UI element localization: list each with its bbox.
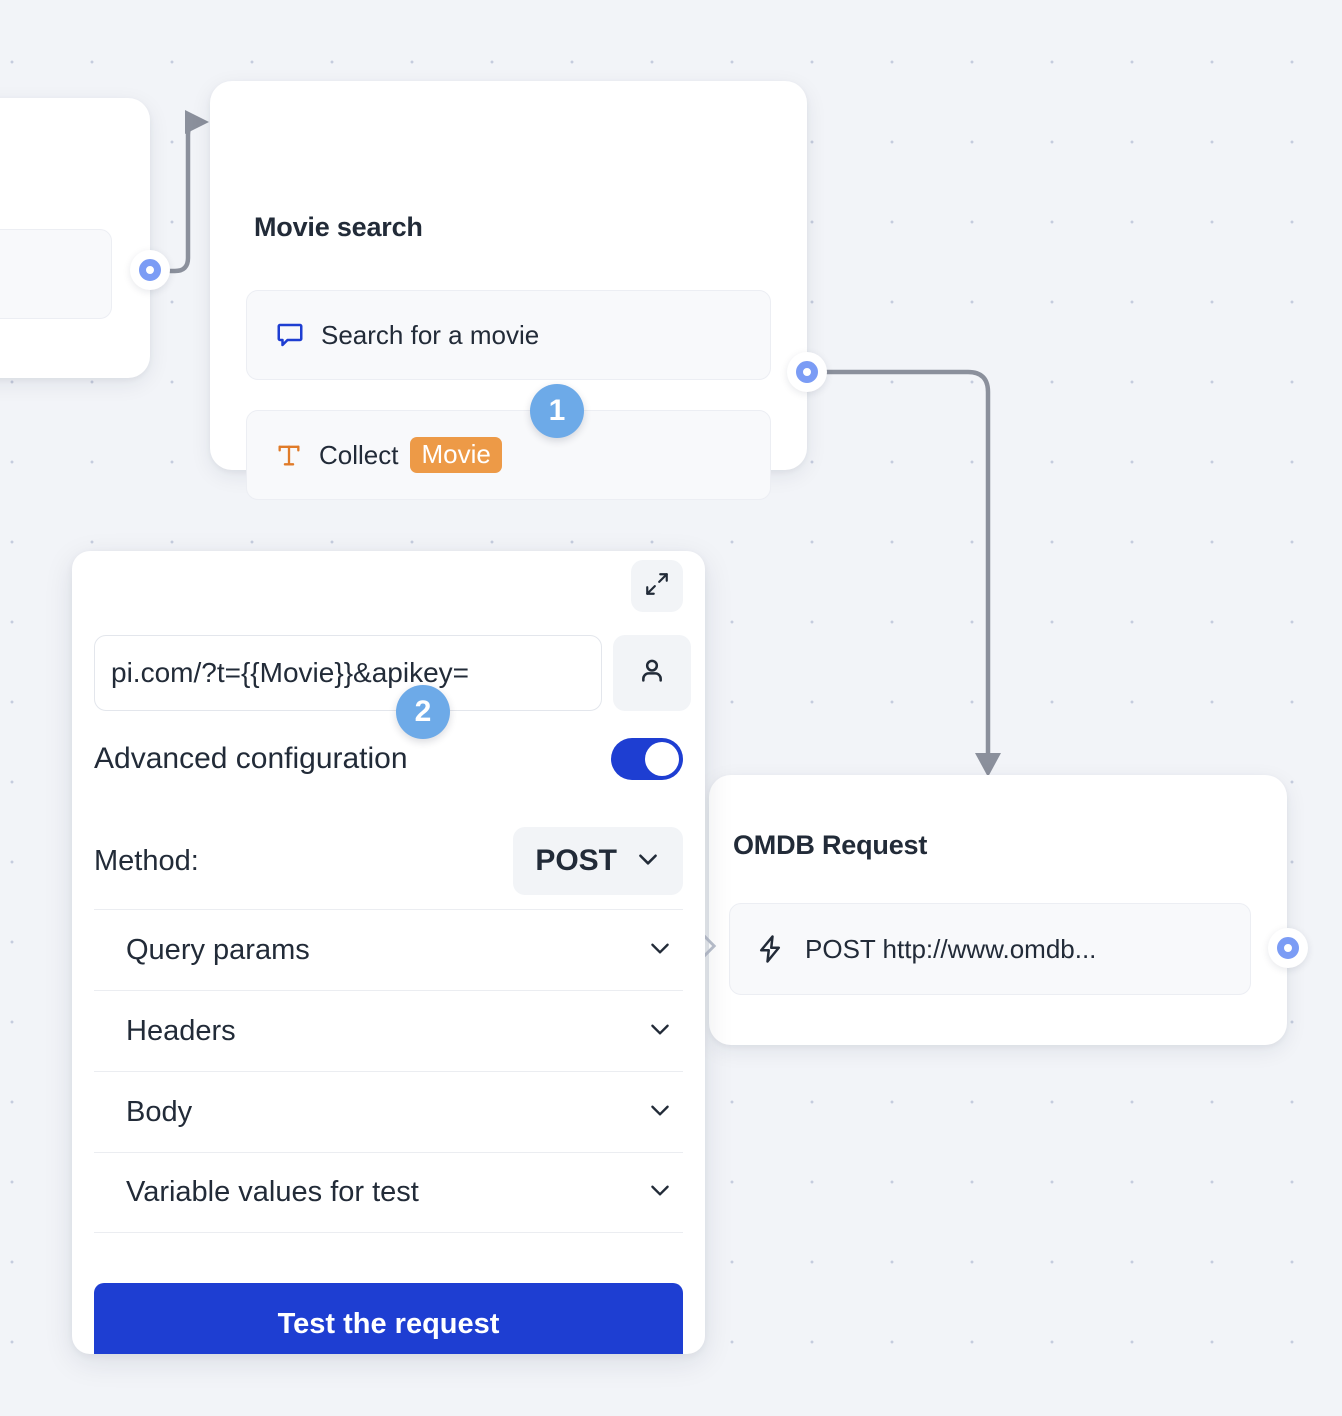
message-bubble-icon: [275, 320, 305, 350]
omdb-request-title: OMDB Request: [733, 830, 928, 860]
connector-partial-to-movie: [167, 119, 202, 274]
partial-node-card[interactable]: [0, 98, 150, 378]
node-omdb-request[interactable]: OMDB Request POST http://www.omdb...: [709, 775, 1287, 1045]
request-url-input[interactable]: [94, 635, 602, 711]
method-select[interactable]: POST: [513, 827, 683, 895]
request-config-panel: Advanced configuration Method: POST Quer…: [72, 551, 705, 1354]
chevron-down-icon[interactable]: [647, 1097, 673, 1128]
port-partial-output[interactable]: [130, 250, 170, 290]
accordion-label-variable-values-for-test: Variable values for test: [126, 1176, 419, 1208]
advanced-configuration-label: Advanced configuration: [94, 742, 408, 775]
accordion-label-query-params: Query params: [126, 933, 310, 966]
method-value: POST: [535, 844, 617, 877]
chevron-down-icon: [635, 846, 661, 877]
text-type-icon: [275, 441, 303, 469]
auth-user-button[interactable]: [613, 635, 691, 711]
row-label-search-for-a-movie: Search for a movie: [321, 319, 540, 350]
partial-node-row[interactable]: [0, 229, 112, 319]
connector-arrow-to-movie: [185, 110, 209, 134]
connector-arrow-to-omdb: [975, 753, 1001, 777]
method-label: Method:: [94, 844, 199, 877]
expand-panel-button[interactable]: [631, 560, 683, 612]
accordion-item-query-params[interactable]: Query params: [94, 909, 683, 990]
chevron-down-icon[interactable]: [647, 1177, 673, 1208]
chevron-down-icon[interactable]: [647, 1016, 673, 1047]
node-row-search-for-a-movie[interactable]: Search for a movie: [246, 290, 771, 380]
request-accordion: Query params Headers Body Variable value…: [94, 909, 683, 1233]
accordion-item-variable-values-for-test[interactable]: Variable values for test: [94, 1152, 683, 1233]
variable-badge-movie[interactable]: Movie: [410, 437, 502, 473]
expand-diagonal-icon: [644, 571, 670, 602]
accordion-label-body: Body: [126, 1095, 193, 1128]
step-marker-1: 1: [530, 384, 584, 438]
accordion-item-headers[interactable]: Headers: [94, 990, 683, 1071]
step-marker-2: 2: [396, 685, 450, 739]
url-input-row: [94, 635, 691, 711]
test-the-request-button[interactable]: Test the request: [94, 1283, 683, 1354]
row-label-post-request: POST http://www.omdb...: [805, 933, 1097, 964]
accordion-item-body[interactable]: Body: [94, 1071, 683, 1152]
node-row-post-request[interactable]: POST http://www.omdb...: [729, 903, 1251, 995]
port-movie-search-output[interactable]: [787, 352, 827, 392]
node-movie-search[interactable]: Movie search Search for a movie Collect …: [210, 81, 807, 500]
advanced-configuration-row: Advanced configuration: [94, 738, 683, 780]
movie-search-title: Movie search: [254, 212, 423, 242]
user-icon: [636, 655, 668, 692]
accordion-label-headers: Headers: [126, 1014, 236, 1047]
method-row: Method: POST: [94, 827, 683, 895]
node-row-collect-movie[interactable]: Collect Movie: [246, 410, 771, 500]
connector-movie-to-omdb: [824, 369, 991, 761]
port-omdb-request-output[interactable]: [1268, 928, 1308, 968]
row-label-collect: Collect: [319, 439, 399, 470]
advanced-configuration-toggle[interactable]: [611, 738, 683, 780]
lightning-bolt-icon: [755, 934, 785, 964]
chevron-down-icon[interactable]: [647, 935, 673, 966]
